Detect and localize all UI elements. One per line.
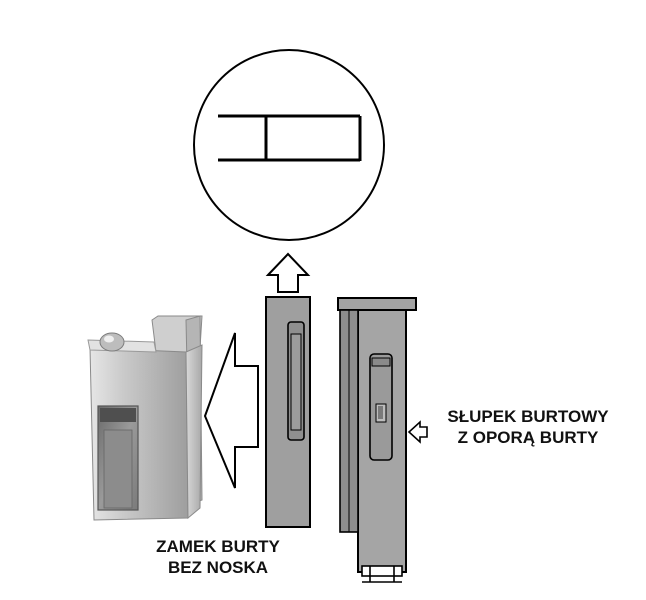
post-caption-line1: SŁUPEK BURTOWY [447,407,609,426]
lock-caption-line2: BEZ NOSKA [167,558,269,577]
profile-cross-section [218,114,362,162]
arrow-up-icon [265,252,311,293]
lock-caption: ZAMEK BURTY BEZ NOSKA [118,536,318,578]
small-arrow-left-icon [407,420,428,444]
lock-caption-line1: ZAMEK BURTY [156,537,280,556]
post-caption-line2: Z OPORĄ BURTY [457,428,599,447]
arrow-left-icon [203,332,259,489]
post-front-view [265,296,311,528]
section-detail-circle [193,49,385,241]
post-side-view [337,297,417,583]
post-caption: SŁUPEK BURTOWY Z OPORĄ BURTY [428,406,628,448]
lock-illustration [87,315,203,521]
